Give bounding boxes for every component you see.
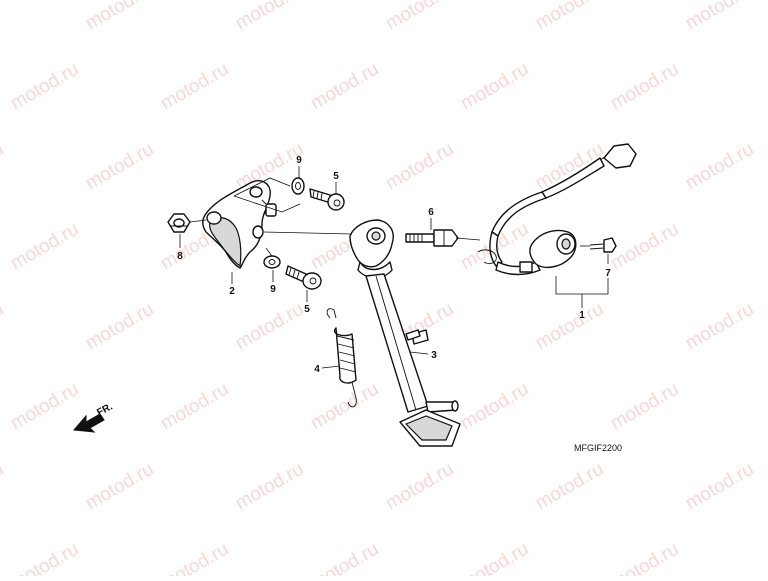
watermark-text: motod.ru <box>7 539 82 576</box>
watermark-text: motod.ru <box>607 539 682 576</box>
watermark-text: motod.ru <box>7 379 82 435</box>
callout-8: 8 <box>177 251 183 262</box>
watermark-text: motod.ru <box>682 459 757 515</box>
watermark-text: motod.ru <box>382 139 457 195</box>
watermark-text: motod.ru <box>382 459 457 515</box>
watermark-text: motod.ru <box>532 299 607 355</box>
watermark-text: motod.ru <box>232 459 307 515</box>
socket-bolt-lower[interactable] <box>285 265 322 290</box>
side-stand-spring[interactable] <box>326 308 357 408</box>
watermark-text: motod.ru <box>157 379 232 435</box>
watermark-text: motod.ru <box>307 379 382 435</box>
watermark-text: motod.ru <box>0 299 7 355</box>
watermark-text: motod.ru <box>82 0 157 34</box>
watermark-text: motod.ru <box>457 539 532 576</box>
side-stand[interactable] <box>349 219 461 447</box>
watermark-text: motod.ru <box>532 459 607 515</box>
callout-2: 2 <box>229 286 235 297</box>
washer-upper[interactable] <box>291 177 305 195</box>
watermark-text: motod.ru <box>532 0 607 34</box>
watermark-text: motod.ru <box>232 0 307 34</box>
callout-4: 4 <box>314 364 320 375</box>
side-stand-bracket[interactable] <box>202 180 277 269</box>
watermark-text: motod.ru <box>457 379 532 435</box>
watermark-text: motod.ru <box>157 539 232 576</box>
watermark-text: motod.ru <box>0 459 7 515</box>
watermark-text: motod.ru <box>382 0 457 34</box>
callout-7: 7 <box>605 268 611 279</box>
socket-bolt-upper[interactable] <box>309 188 345 211</box>
watermark-text: motod.ru <box>682 139 757 195</box>
watermark-text: motod.ru <box>157 59 232 115</box>
watermark-text: motod.ru <box>607 59 682 115</box>
watermark-text: motod.ru <box>607 379 682 435</box>
watermark-text: motod.ru <box>307 539 382 576</box>
callout-6: 6 <box>428 207 434 218</box>
watermark-text: motod.ru <box>457 59 532 115</box>
watermark-text: motod.ru <box>0 139 7 195</box>
assembly-guide-lines <box>189 177 590 257</box>
flange-nut[interactable] <box>167 213 191 233</box>
callout-5-lower: 5 <box>304 304 310 315</box>
watermark-text: motod.ru <box>82 459 157 515</box>
watermark-text: motod.ru <box>82 299 157 355</box>
front-label: FR. <box>95 401 115 418</box>
pivot-bolt[interactable] <box>405 229 459 247</box>
diagram-code: MFGIF2200 <box>574 443 622 453</box>
watermark-text: motod.ru <box>682 0 757 34</box>
callout-3: 3 <box>431 350 437 361</box>
switch-screw[interactable] <box>589 237 617 253</box>
side-stand-switch[interactable] <box>477 143 637 276</box>
callout-5-upper: 5 <box>333 171 339 182</box>
callout-9-lower: 9 <box>270 284 276 295</box>
watermark-text: motod.ru <box>0 0 7 34</box>
callout-leaders <box>179 166 609 369</box>
front-direction-indicator: FR. <box>72 401 115 433</box>
watermark-text: motod.ru <box>82 139 157 195</box>
front-arrow-icon <box>72 413 105 433</box>
watermark-text: motod.ru <box>232 299 307 355</box>
callout-numbers: 9 5 6 8 2 9 5 3 4 7 1 <box>177 155 611 375</box>
watermark-text: motod.ru <box>307 59 382 115</box>
watermark-text: motod.ru <box>7 219 82 275</box>
callout-9-upper: 9 <box>296 155 302 166</box>
watermark-text: motod.ru <box>682 299 757 355</box>
watermark-text: motod.ru <box>607 219 682 275</box>
callout-1: 1 <box>579 310 585 321</box>
washer-lower[interactable] <box>263 255 281 269</box>
watermark-text: motod.ru <box>7 59 82 115</box>
